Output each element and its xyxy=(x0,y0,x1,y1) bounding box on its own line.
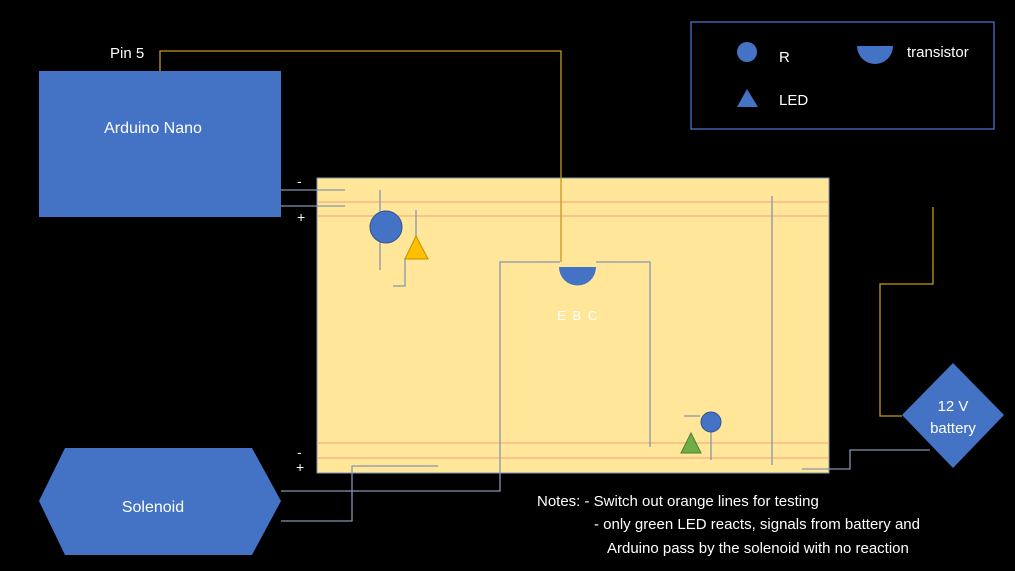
pin5-signal-wire xyxy=(159,50,562,262)
bottom-minus-sign: - xyxy=(297,444,302,460)
solenoid-label: Solenoid xyxy=(122,499,184,516)
resistor-component xyxy=(369,210,403,244)
gold-wires xyxy=(159,50,934,417)
arduino-label: Arduino Nano xyxy=(104,120,202,137)
solenoid-hexagon xyxy=(39,448,281,555)
led-lead-wire xyxy=(393,258,406,287)
notes-line-2: - only green LED reacts, signals from ba… xyxy=(594,516,920,533)
pin5-label: Pin 5 xyxy=(110,45,144,62)
battery-label-line2: battery xyxy=(930,420,976,437)
battery-minus-wire xyxy=(802,449,930,470)
solenoid-wire-2 xyxy=(281,465,438,522)
battery-label-line1: 12 V xyxy=(938,398,969,415)
legend-transistor-icon xyxy=(857,46,893,64)
legend-box xyxy=(690,21,995,130)
arduino-nano-box xyxy=(39,71,281,217)
green-led-component xyxy=(680,431,702,454)
legend-resistor-icon xyxy=(737,42,757,62)
transistor-collector-wire xyxy=(596,261,651,447)
top-minus-sign: - xyxy=(297,173,302,189)
wires xyxy=(281,189,930,522)
battery-plus-wire xyxy=(879,207,934,417)
yellow-led-component xyxy=(404,234,429,260)
legend-led-icon xyxy=(737,89,758,107)
battery-diamond xyxy=(902,363,1004,468)
notes-line-1: Notes: - Switch out orange lines for tes… xyxy=(537,493,819,510)
solenoid-wire-1 xyxy=(281,261,560,492)
notes-line-3: Arduino pass by the solenoid with no rea… xyxy=(607,540,909,557)
top-plus-sign: + xyxy=(297,209,305,225)
transistor-component xyxy=(559,267,596,286)
small-resistor-component xyxy=(700,411,722,433)
bottom-plus-sign: + xyxy=(296,459,304,475)
transistor-pin-labels: E B C xyxy=(557,308,598,323)
legend-resistor-label: R xyxy=(779,49,790,66)
legend-led-label: LED xyxy=(779,92,808,109)
legend-transistor-label: transistor xyxy=(907,44,969,61)
